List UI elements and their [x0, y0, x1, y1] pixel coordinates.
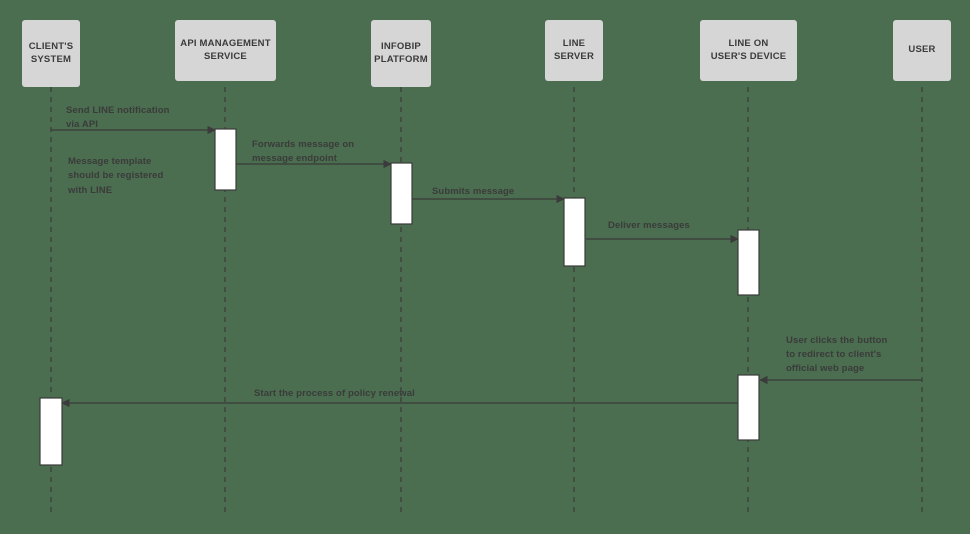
activation-infobip — [390, 162, 413, 225]
participant-label-line-server: LINE SERVER — [553, 37, 595, 62]
activation-bars-group — [39, 128, 760, 466]
participant-infobip-platform[interactable]: INFOBIP PLATFORM — [371, 20, 431, 87]
lifelines-group — [50, 87, 923, 516]
message-arrows-group — [51, 125, 922, 408]
activation-line-server — [563, 197, 586, 267]
participant-label-infobip-platform: INFOBIP PLATFORM — [374, 40, 428, 65]
activation-line-device — [737, 229, 760, 296]
activation-api-management — [214, 128, 237, 191]
activation-line-device-2 — [737, 374, 760, 441]
participant-label-line-on-device: LINE ON USER'S DEVICE — [710, 37, 787, 62]
participant-api-management[interactable]: API MANAGEMENT SERVICE — [175, 20, 276, 81]
participant-user[interactable]: USER — [893, 20, 951, 81]
participant-line-server[interactable]: LINE SERVER — [545, 20, 603, 81]
participant-label-user: USER — [908, 44, 936, 56]
participant-line-on-device[interactable]: LINE ON USER'S DEVICE — [700, 20, 797, 81]
participant-label-api-management: API MANAGEMENT SERVICE — [180, 37, 271, 62]
activation-clients-system — [39, 397, 63, 466]
participant-label-clients-system: CLIENT'S SYSTEM — [28, 40, 74, 65]
participant-clients-system[interactable]: CLIENT'S SYSTEM — [22, 20, 80, 87]
